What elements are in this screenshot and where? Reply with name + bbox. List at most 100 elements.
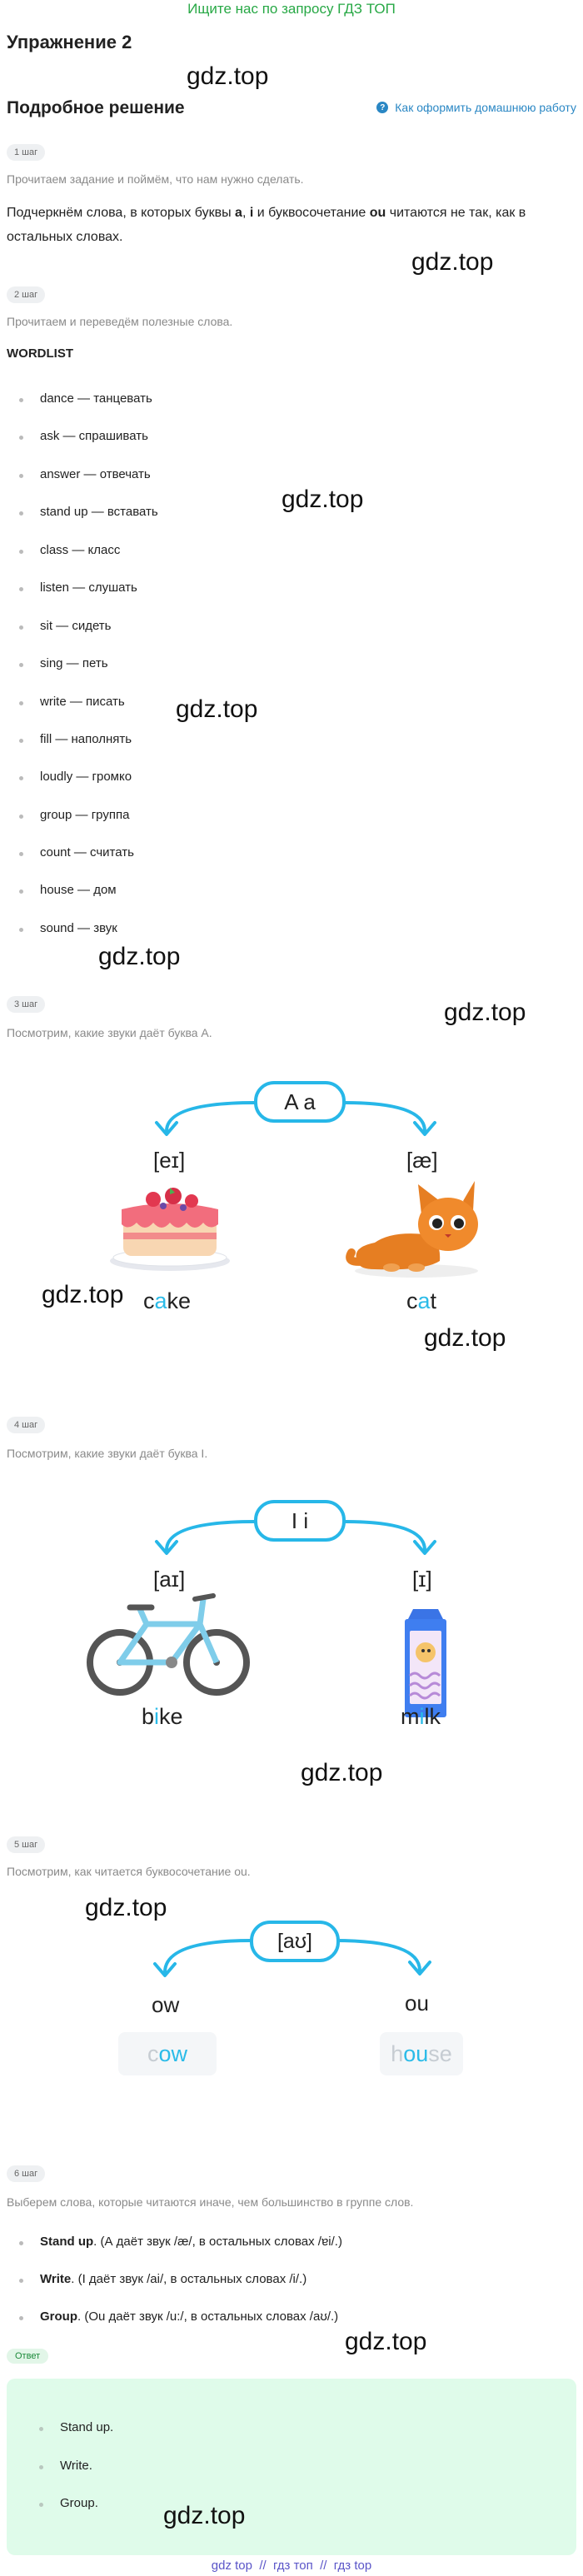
step-badge-2: 2 шаг [7, 286, 46, 303]
solution-title: Подробное решение [7, 98, 185, 117]
wordlist-item: answer — отвечать [19, 467, 151, 481]
wordlist-title: WORDLIST [7, 346, 73, 361]
word-milk: milk [401, 1704, 441, 1730]
watermark: gdz.top [42, 1281, 124, 1308]
step3-intro: Посмотрим, какие звуки даёт буква А. [7, 1026, 212, 1039]
cat-illustration [346, 1181, 478, 1278]
sound-pill: [aʊ] [250, 1921, 340, 1962]
answer-box [7, 2379, 576, 2555]
step-badge-5: 5 шаг [7, 1836, 46, 1853]
wordlist-item: dance — танцевать [19, 391, 152, 406]
wordlist-item: listen — слушать [19, 580, 137, 595]
wordlist-item: class — класс [18, 543, 121, 557]
wordlist-item: ask — спрашивать [19, 429, 148, 443]
step6-intro: Выберем слова, которые читаются иначе, ч… [7, 2195, 414, 2209]
watermark: gdz.top [176, 695, 258, 723]
question-icon: ? [376, 102, 389, 113]
word-part: lk [424, 1704, 441, 1729]
wordlist-item: house — дом [19, 883, 117, 897]
answer-item: Group. [39, 2496, 98, 2510]
word-highlight: a [417, 1288, 431, 1313]
phonetic-left: [eɪ] [153, 1148, 186, 1173]
task-text: и буквосочетание [253, 206, 370, 220]
arrows-diagram [153, 1939, 431, 1977]
step6-item: Stand up. (А даёт звук /æ/, в остальных … [19, 2235, 342, 2249]
task-bold-i: i [249, 206, 254, 220]
watermark: gdz.top [411, 248, 494, 276]
wordlist-item: stand up — вставать [19, 505, 158, 519]
watermark: gdz.top [282, 486, 364, 513]
combo-left: ow [152, 1992, 180, 2017]
step-badge-4: 4 шаг [7, 1417, 46, 1433]
step6-item: Group. (Ou даёт звук /u:/, в остальных с… [18, 2309, 339, 2324]
watermark: gdz.top [444, 999, 526, 1026]
phonetic-left: [aɪ] [153, 1567, 186, 1592]
task-bold-a: a [235, 206, 242, 220]
step-badge-6: 6 шаг [7, 2165, 46, 2182]
watermark: gdz.top [98, 943, 181, 970]
wordlist-item: count — считать [19, 845, 134, 859]
phonetic-right: [ɪ] [412, 1567, 432, 1592]
task-text: читаются не так, как в остальных словах. [7, 206, 526, 244]
word-highlight: ow [158, 2040, 187, 2066]
wordlist-item: loudly — громко [18, 770, 132, 784]
wordlist-item: sit — сидеть [19, 619, 112, 633]
wordlist-item: write — писать [19, 695, 125, 709]
wordlist-item: sound — звук [19, 921, 117, 935]
word-part: ke [159, 1704, 183, 1729]
letter-pill: A a [254, 1081, 346, 1123]
combo-right: ou [405, 1991, 429, 2015]
top-banner: Ищите нас по запросу ГДЗ ТОП [187, 1, 396, 17]
letter-pill: I i [254, 1500, 346, 1542]
arrows-diagram [155, 1520, 436, 1555]
bike-illustration [87, 1593, 250, 1696]
step6-item-word: Stand up [40, 2235, 94, 2249]
word-bike: bike [142, 1704, 183, 1730]
footer-watermark: gdz top // гдз топ // гдз top [211, 2559, 372, 2573]
watermark: gdz.top [163, 2502, 246, 2529]
word-highlight: a [154, 1288, 167, 1313]
step-badge-1: 1 шаг [7, 144, 46, 161]
step6-item-note: . (Ou даёт звук /u:/, в остальных словах… [77, 2309, 339, 2324]
word-part: se [428, 2040, 452, 2066]
howto-link-label[interactable]: Как оформить домашнюю работу [395, 101, 576, 114]
step6-item: Write. (I даёт звук /ai/, в остальных сл… [18, 2272, 307, 2286]
watermark: gdz.top [301, 1759, 383, 1786]
step6-item-word: Group [40, 2309, 77, 2324]
howto-link[interactable]: ? Как оформить домашнюю работу [376, 101, 576, 114]
step5-intro: Посмотрим, как читается буквосочетание o… [7, 1865, 251, 1878]
word-part: h [391, 2040, 404, 2066]
wordlist-item: fill — наполнять [18, 732, 132, 746]
answer-item: Stand up. [38, 2420, 114, 2434]
arrows-diagram [155, 1101, 436, 1136]
task-bold-ou: ou [369, 206, 386, 220]
word-highlight: i [419, 1704, 425, 1729]
step1-task: Подчеркнём слова, в которых буквы a, i и… [7, 201, 573, 249]
watermark: gdz.top [345, 2328, 427, 2355]
wordlist-item: sing — петь [19, 656, 108, 670]
task-text: , [242, 206, 250, 220]
step4-intro: Посмотрим, какие звуки даёт буква I. [7, 1447, 208, 1460]
task-text: Подчеркнём слова, в которых буквы [7, 206, 236, 220]
phonetic-right: [æ] [406, 1148, 438, 1173]
step6-item-note: . (А даёт звук /æ/, в остальных словах /… [93, 2235, 342, 2249]
answer-item: Write. [39, 2459, 92, 2473]
watermark: gdz.top [187, 62, 269, 90]
word-part: b [142, 1704, 155, 1729]
word-part: c [147, 2040, 159, 2066]
milk-illustration [405, 1609, 446, 1717]
watermark: gdz.top [424, 1324, 506, 1352]
word-part: c [406, 1288, 418, 1313]
cake-illustration [110, 1188, 230, 1271]
step6-item-note: . (I даёт звук /ai/, в остальных словах … [71, 2272, 307, 2286]
wordlist-item: group — группа [18, 808, 130, 822]
word-part: t [430, 1288, 437, 1313]
word-part: c [143, 1288, 155, 1313]
step2-intro: Прочитаем и переведём полезные слова. [7, 315, 233, 328]
word-highlight: i [154, 1704, 160, 1729]
exercise-title: Упражнение 2 [7, 32, 132, 52]
word-cake: cake [143, 1288, 191, 1314]
answer-badge: Ответ [7, 2349, 49, 2364]
